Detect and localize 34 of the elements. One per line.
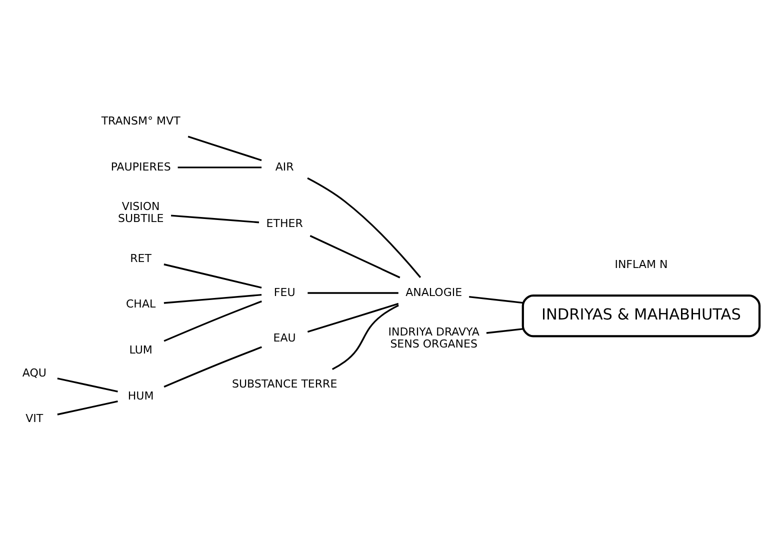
node-text: AIR	[275, 160, 294, 173]
node-text: LUM	[129, 343, 152, 356]
node-text: VIT	[26, 412, 44, 425]
connector	[486, 328, 523, 334]
connector	[57, 377, 118, 392]
node-text: SUBSTANCE TERRE	[232, 376, 338, 390]
node-text: PAUPIERES	[110, 160, 171, 173]
connector	[164, 300, 262, 342]
connector	[332, 304, 399, 370]
connector	[178, 166, 262, 168]
connector	[57, 400, 118, 415]
connector	[164, 346, 262, 388]
connector	[307, 302, 399, 332]
node-text: INDRIYA DRAVYA SENS ORGANES	[388, 325, 480, 350]
node-text: HUM	[128, 388, 154, 402]
node-text: ANALOGIE	[406, 285, 462, 298]
label: INFLAM N	[614, 257, 668, 270]
connector	[310, 234, 400, 278]
connector	[170, 214, 260, 223]
node-box: INDRIYAS & MAHABHUTAS	[522, 294, 761, 337]
node-text: ETHER	[266, 216, 303, 230]
connector	[468, 295, 523, 304]
connector	[308, 292, 398, 294]
node-text: TRANSM° MVT	[101, 114, 180, 128]
connector	[164, 263, 262, 288]
node-text: CHAL	[126, 297, 156, 310]
node-text: VISION SUBTILE	[118, 200, 164, 225]
node-text: AQU	[22, 366, 46, 379]
connector	[188, 135, 262, 161]
connector	[164, 293, 262, 304]
connector	[307, 176, 422, 278]
node-text: RET	[130, 251, 152, 264]
node-text: EAU	[273, 331, 296, 344]
node-text: FEU	[274, 285, 296, 298]
